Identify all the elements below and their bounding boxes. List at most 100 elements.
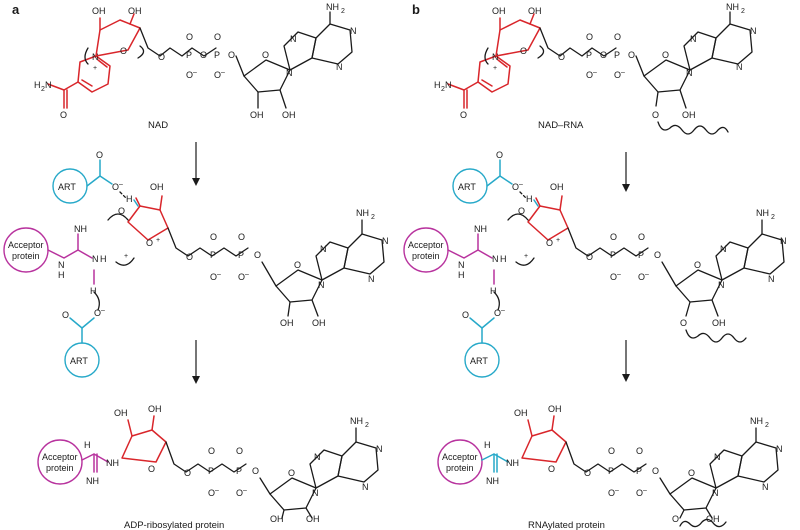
oxocarbenium-ring [127,205,169,241]
svg-text:–: – [243,487,247,494]
svg-text:NH: NH [756,208,769,218]
svg-text:NH: NH [506,458,519,468]
svg-text:2: 2 [365,422,369,429]
svg-text:ART: ART [470,356,488,366]
svg-text:OH: OH [306,514,320,524]
svg-text:–: – [217,271,221,278]
svg-text:O: O [238,232,245,242]
svg-text:O: O [186,252,193,262]
adenine-ring [283,31,317,71]
svg-text:OH: OH [528,6,542,16]
svg-text:P: P [636,466,642,476]
svg-text:O: O [462,310,469,320]
svg-text:O: O [184,468,191,478]
svg-text:H: H [34,80,41,90]
adp-ribosylated-label: ADP-ribosylated protein [124,520,224,530]
svg-text:N: N [750,26,757,36]
svg-text:–: – [501,307,505,314]
svg-text:OH: OH [270,514,284,524]
svg-text:O: O [662,50,669,60]
svg-text:OH: OH [550,182,564,192]
svg-text:H: H [484,440,491,450]
svg-text:N: N [492,52,499,62]
svg-text:–: – [519,181,523,188]
svg-text:N: N [368,274,375,284]
svg-text:O: O [636,446,643,456]
svg-text:N: N [92,254,99,264]
svg-text:O: O [94,308,101,318]
svg-text:O: O [652,466,659,476]
svg-text:O: O [558,52,565,62]
svg-text:2: 2 [371,214,375,221]
svg-text:O: O [628,50,635,60]
svg-text:P: P [614,50,620,60]
svg-text:–: – [621,69,625,76]
rna-squiggle-mid [685,329,747,343]
svg-text:OH: OH [492,6,506,16]
svg-text:OH: OH [250,110,264,120]
svg-text:O: O [238,272,245,282]
svg-text:–: – [245,271,249,278]
svg-text:O: O [610,232,617,242]
svg-text:NH: NH [74,224,87,234]
svg-text:2: 2 [765,422,769,429]
svg-text:P: P [638,250,644,260]
svg-text:O: O [638,272,645,282]
svg-text:N: N [320,244,327,254]
svg-text:OH: OH [548,404,562,414]
svg-text:+: + [93,65,97,72]
svg-text:H: H [526,194,533,204]
svg-text:N: N [690,34,697,44]
svg-text:N: N [290,34,297,44]
svg-text:OH: OH [150,182,164,192]
svg-text:NH: NH [86,476,99,486]
svg-text:N: N [718,280,725,290]
svg-text:H: H [126,194,133,204]
svg-text:O: O [208,488,215,498]
svg-text:O: O [236,446,243,456]
svg-text:NH: NH [750,416,763,426]
svg-text:O: O [608,446,615,456]
panel-label-b: b [412,2,420,17]
svg-text:–: – [617,271,621,278]
svg-text:2: 2 [41,86,45,93]
svg-text:N: N [318,280,325,290]
svg-text:O: O [518,206,525,216]
svg-text:P: P [186,50,192,60]
svg-text:O: O [158,52,165,62]
svg-text:O: O [118,206,125,216]
svg-text:protein: protein [412,251,440,261]
svg-text:O: O [62,310,69,320]
svg-text:–: – [119,181,123,188]
svg-text:H: H [500,254,507,264]
svg-text:O: O [254,250,261,260]
svg-text:H: H [58,270,65,280]
svg-text:+: + [493,65,497,72]
svg-text:2: 2 [741,8,745,15]
svg-text:protein: protein [12,251,40,261]
nad-label: NAD [148,120,168,131]
svg-text:OH: OH [682,110,696,120]
svg-text:NH: NH [726,2,739,12]
svg-text:O: O [214,70,221,80]
svg-text:O: O [208,446,215,456]
svg-text:O: O [610,272,617,282]
svg-text:H: H [90,286,97,296]
svg-text:O: O [586,70,593,80]
svg-text:P: P [210,250,216,260]
svg-text:OH: OH [514,408,528,418]
svg-text:O: O [512,182,519,192]
svg-text:O: O [236,488,243,498]
svg-text:NH: NH [486,476,499,486]
svg-text:NH: NH [326,2,339,12]
svg-text:N: N [350,26,357,36]
svg-text:ART: ART [58,182,76,192]
svg-text:O: O [614,70,621,80]
svg-text:N: N [686,68,693,78]
svg-text:H: H [458,270,465,280]
svg-text:O: O [494,308,501,318]
svg-text:–: – [615,487,619,494]
